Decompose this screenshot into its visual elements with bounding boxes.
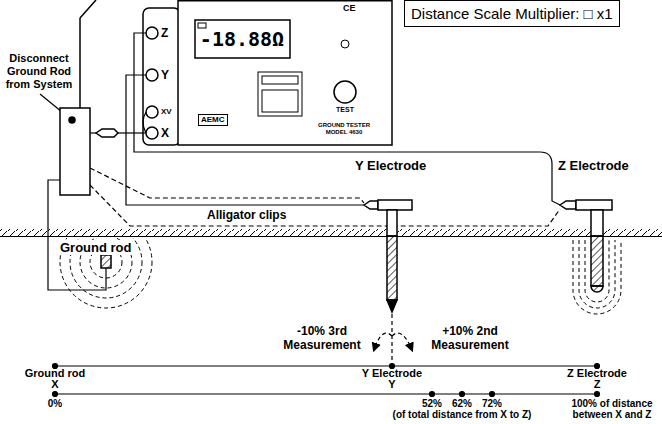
ground-rod (80, 0, 96, 18)
ground-tester (334, 81, 356, 103)
ground-rod (101, 255, 111, 268)
ground-tester (195, 20, 290, 58)
y-electrode (387, 210, 397, 236)
z-electrode (560, 200, 621, 314)
scale-note: (of total distance from X to Z) (393, 409, 532, 420)
z-electrode (560, 201, 576, 209)
distance-scale (430, 392, 435, 397)
measurement-arrow (392, 333, 412, 350)
ground-rod (60, 108, 90, 195)
scale-point-letter: Z (594, 379, 601, 390)
distance-scale (490, 392, 495, 397)
test-wire (40, 94, 62, 112)
ground-tester (146, 106, 158, 118)
scale-note: 100% of distance between X and Z (566, 398, 658, 420)
display-reading: -18.88Ω (200, 28, 284, 50)
scale-point-label: Z Electrode (567, 368, 627, 379)
distance-scale (55, 365, 597, 366)
brand-logo: AEMC (198, 114, 228, 126)
electrode-label: Z Electrode (558, 158, 629, 173)
instruction-note: Disconnect Ground Rod from System (2, 52, 76, 91)
percent-label: 52% (422, 398, 442, 409)
button-label: TEST (336, 106, 354, 114)
distance-scale (53, 392, 58, 397)
percent-label: 72% (482, 398, 502, 409)
model-name: GROUND TESTER MODEL 4630 (315, 122, 373, 136)
ground-rod (69, 117, 75, 123)
distance-scale (460, 392, 465, 397)
z-electrode (573, 240, 621, 314)
y-electrode (364, 200, 412, 312)
ground-rod-label: Ground rod (58, 240, 134, 255)
percent-label: 62% (452, 398, 472, 409)
ground-tester (146, 69, 158, 81)
measurement-arrow (374, 314, 412, 363)
ground-tester (258, 72, 302, 116)
z-electrode (585, 240, 609, 302)
electrode-label: Y Electrode (355, 158, 426, 173)
test-wire (126, 75, 364, 205)
test-wire (40, 33, 560, 290)
y-electrode (364, 201, 378, 209)
measurement-label: +10% 2nd Measurement (426, 324, 514, 352)
ground-tester (341, 40, 349, 48)
ground-surface (0, 229, 662, 236)
ground-tester (178, 1, 392, 145)
test-wire (118, 132, 146, 133)
distance-scale (53, 364, 600, 397)
terminal-label: XV (161, 107, 172, 117)
y-electrode (387, 236, 397, 300)
percent-label: 0% (48, 398, 62, 409)
measurement-arrow (391, 314, 392, 363)
terminal-label: Y (161, 68, 169, 82)
ground-tester (143, 1, 392, 145)
scale-point-letter: Y (388, 379, 395, 390)
ground-tester (143, 8, 180, 145)
z-electrode (573, 240, 621, 314)
z-electrode (591, 236, 603, 286)
z-electrode (579, 240, 615, 308)
measurement-arrow (374, 333, 392, 350)
ground-tester (262, 90, 298, 112)
ground-tester: Z Y XV X -18.88Ω CE TEST AEMC GROUND TESTER MODE… (143, 0, 393, 146)
terminal-label: X (161, 126, 169, 140)
ground-rod (60, 0, 152, 308)
z-electrode (576, 200, 612, 210)
alligator-clip-wire (90, 168, 364, 203)
test-wire (134, 33, 560, 205)
ground-surface (0, 229, 662, 237)
multiplier-box: Distance Scale Multiplier: □ x1 (404, 0, 620, 27)
z-electrode (591, 286, 603, 292)
ground-tester (262, 76, 298, 84)
ground-rod (79, 18, 81, 108)
ground-tester (146, 127, 158, 139)
ground-rod (96, 129, 118, 137)
scale-point-letter: X (51, 379, 58, 390)
ground-surface (0, 236, 662, 237)
wire-label: Alligator clips (205, 208, 288, 222)
scale-point-label: Ground rod (25, 368, 86, 379)
measurement-label: -10% 3rd Measurement (278, 324, 366, 352)
multiplier-text: Distance Scale Multiplier: □ x1 (411, 4, 613, 23)
ground-tester (146, 27, 158, 39)
terminal-label: Z (161, 26, 168, 40)
alligator-clip-wire (90, 185, 560, 226)
test-wire (48, 180, 106, 290)
ground-tester (143, 112, 146, 133)
distance-scale (55, 393, 597, 394)
y-electrode (378, 200, 412, 210)
ce-mark: CE (343, 3, 356, 14)
alligator-clip-wire (90, 168, 560, 226)
z-electrode (591, 210, 603, 236)
y-electrode (387, 300, 397, 312)
scale-point-label: Y Electrode (362, 368, 422, 379)
distance-scale (595, 392, 600, 397)
